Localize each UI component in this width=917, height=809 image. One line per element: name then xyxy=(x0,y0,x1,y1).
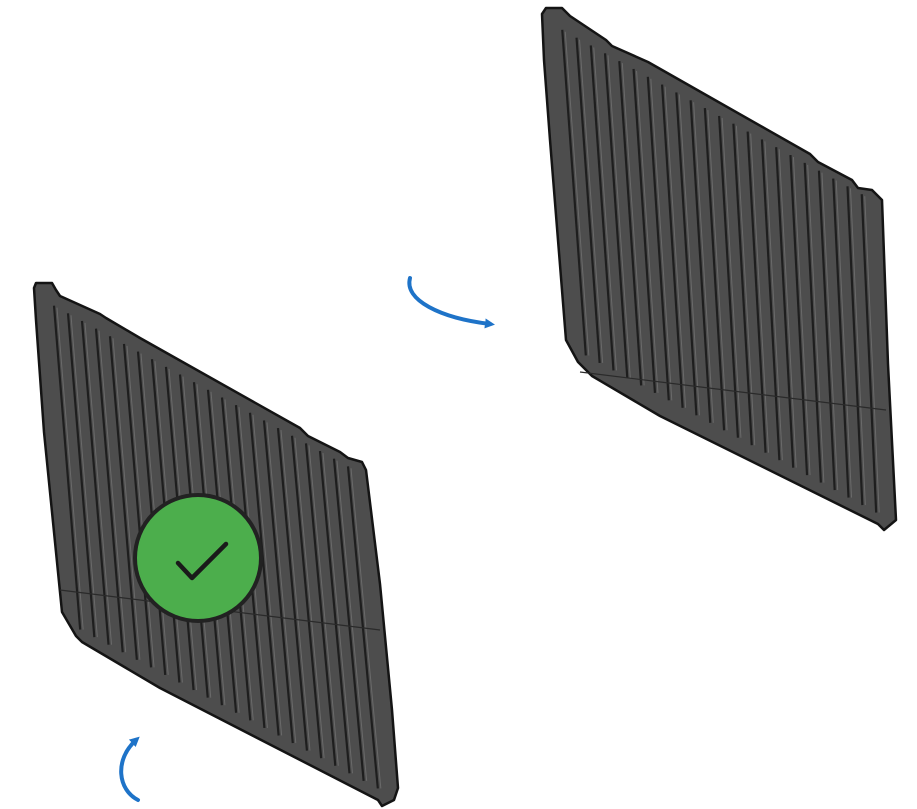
panel-slat-groove xyxy=(66,313,96,638)
panel-slat-groove xyxy=(789,154,809,476)
panel-slat-highlight xyxy=(807,164,825,483)
panel-slat-groove xyxy=(575,37,601,364)
panel-slat-groove xyxy=(122,343,153,668)
panel-slat-groove xyxy=(689,100,712,423)
panel-slat-groove xyxy=(846,186,864,506)
panel-slat-highlight xyxy=(778,149,797,468)
panel-slat-highlight xyxy=(693,102,714,423)
curved-arrow-up-icon xyxy=(119,736,140,802)
panel-slat-groove xyxy=(332,458,365,781)
panel-slat-highlight xyxy=(707,110,728,431)
panel-slat-groove xyxy=(276,427,309,751)
panel-slat-groove xyxy=(760,139,781,461)
panel-slat-groove xyxy=(660,84,684,408)
panel-slat-groove xyxy=(94,328,124,653)
panel-slat-highlight xyxy=(294,437,325,759)
panel-slat-highlight xyxy=(678,94,700,416)
panel-slat-highlight xyxy=(792,157,811,476)
panel-seam-line xyxy=(579,371,887,411)
panel-slat-highlight xyxy=(650,78,673,401)
panel-slat-groove xyxy=(675,92,698,416)
panel-slat-groove xyxy=(632,68,657,393)
panel-slat-highlight xyxy=(98,330,127,653)
panel-slat-highlight xyxy=(849,188,866,506)
badge-circle xyxy=(133,493,263,623)
panel-slat-highlight xyxy=(322,452,353,774)
panel-slat-groove xyxy=(646,76,670,401)
panel-slat-highlight xyxy=(664,86,687,408)
panel-slat-groove xyxy=(803,162,822,483)
panel-slat-highlight xyxy=(579,39,604,363)
curved-arrow-right-icon xyxy=(407,276,495,329)
panel-slat-highlight xyxy=(593,47,617,371)
panel-slat-highlight xyxy=(764,141,783,461)
check-icon xyxy=(175,541,229,581)
panel-slat-groove xyxy=(718,115,740,438)
approved-badge xyxy=(133,493,263,623)
panel-slats xyxy=(561,29,880,513)
panel-slat-groove xyxy=(561,29,587,356)
panel-slat-highlight xyxy=(266,422,297,744)
panel-body xyxy=(540,6,898,532)
panel-slat-highlight xyxy=(70,315,98,638)
panel-slat-groove xyxy=(80,320,110,645)
panel-slat-highlight xyxy=(336,460,368,781)
panel-slat-groove xyxy=(262,420,294,744)
panel-slat-highlight xyxy=(835,180,853,498)
panel-slat-highlight xyxy=(308,445,339,766)
panel-slat-groove xyxy=(290,435,323,759)
panel-slat-highlight xyxy=(564,31,590,356)
panel-slat-groove xyxy=(860,194,878,513)
panel-rotated-orientation xyxy=(540,6,898,532)
panel-slat-groove xyxy=(703,108,726,431)
panel-slat-highlight xyxy=(607,55,631,378)
panel-slat-highlight xyxy=(621,63,645,386)
panel-slat-highlight xyxy=(84,322,113,645)
panel-slat-highlight xyxy=(126,345,155,668)
panel-slat-highlight xyxy=(636,70,659,393)
panel-slat-groove xyxy=(52,305,82,630)
panel-slat-groove xyxy=(108,336,138,660)
panel-slat-groove xyxy=(304,443,337,766)
panel-slat-highlight xyxy=(112,338,141,660)
panel-slat-groove xyxy=(589,45,615,371)
panel-slat-highlight xyxy=(56,307,84,630)
panel-slat-groove xyxy=(318,450,351,774)
panel-slat-highlight xyxy=(280,430,311,751)
panel-slat-groove xyxy=(248,412,280,736)
panel-slat-highlight xyxy=(864,196,880,513)
panel-slat-highlight xyxy=(252,414,283,736)
panel-slat-highlight xyxy=(821,172,839,491)
panel-slat-highlight xyxy=(721,117,742,438)
panel-slat-groove xyxy=(732,123,753,446)
panel-slat-highlight xyxy=(750,133,770,453)
panel-slat-groove xyxy=(618,61,643,386)
panel-slat-highlight xyxy=(735,125,756,446)
panel-slat-groove xyxy=(603,53,629,378)
panel-slat-groove xyxy=(775,147,795,468)
panel-slat-groove xyxy=(817,170,836,491)
panel-slat-groove xyxy=(832,178,850,498)
panel-slat-groove xyxy=(746,131,767,453)
